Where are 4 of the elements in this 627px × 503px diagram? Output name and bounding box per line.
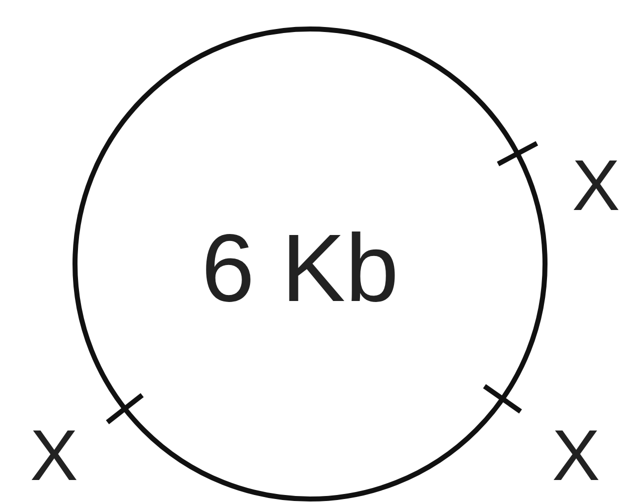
site-label: X xyxy=(572,150,620,222)
site-label: X xyxy=(30,420,78,492)
site-label: X xyxy=(552,420,600,492)
plasmid-size-label: 6 Kb xyxy=(201,214,399,324)
